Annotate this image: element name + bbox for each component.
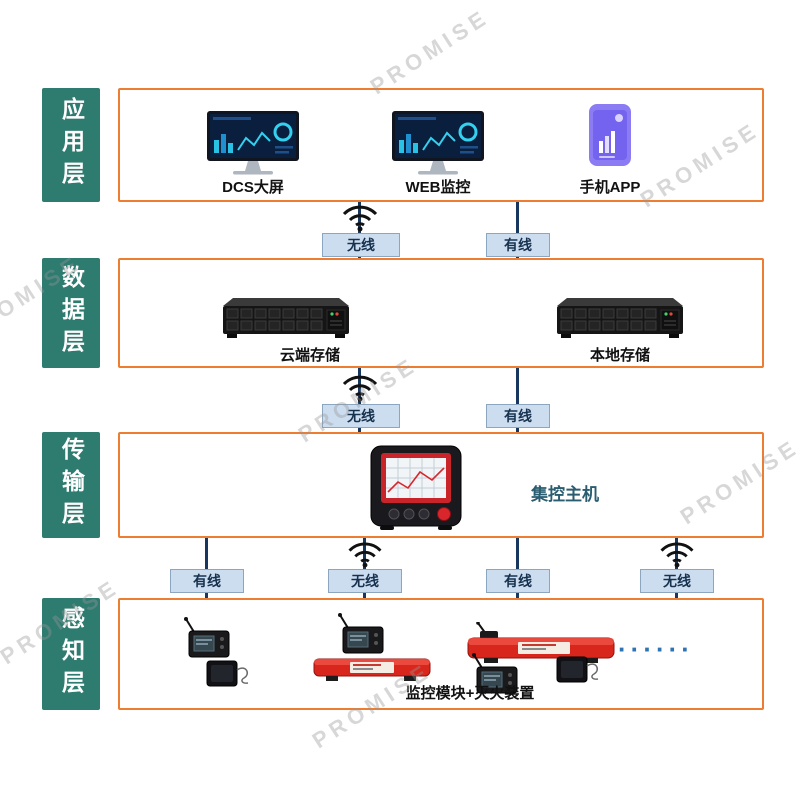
connection-line <box>516 368 519 432</box>
fire-suppression-icon <box>466 621 616 666</box>
device-box-icon <box>206 656 252 690</box>
app-label: 手机APP <box>579 179 641 196</box>
layer-tag-transmission-label: 传输层 <box>58 437 85 533</box>
wireless-connector-label: 无线 <box>322 233 400 257</box>
device-box-icon <box>556 652 602 686</box>
layer-tag-application: 应用层 <box>42 88 100 202</box>
mobile-phone-icon <box>588 103 632 167</box>
connection-line <box>516 202 519 258</box>
wireless-connector-label: 无线 <box>640 569 714 593</box>
wired-connector-label: 有线 <box>170 569 244 593</box>
more-devices-ellipsis: ······ <box>618 634 694 664</box>
wireless-connector-label: 无线 <box>322 404 400 428</box>
wireless-connector-label: 无线 <box>328 569 402 593</box>
wired-connector-label: 有线 <box>486 569 550 593</box>
wifi-icon <box>340 202 380 232</box>
wifi-icon <box>345 539 385 568</box>
watermark: PROMISE <box>365 3 494 100</box>
layer-tag-perception: 感知层 <box>42 598 100 710</box>
layer-tag-data: 数据层 <box>42 258 100 368</box>
control-host-icon <box>368 444 464 532</box>
cloud-server-icon <box>223 296 349 342</box>
local-server-icon <box>557 296 683 342</box>
dcs-label: DCS大屏 <box>222 179 284 196</box>
local-storage-label: 本地存储 <box>589 347 650 364</box>
connection-line <box>516 538 519 598</box>
perception-caption: 监控模块+灭火装置 <box>405 685 535 702</box>
web-monitor-icon <box>390 110 486 176</box>
wifi-icon <box>340 372 380 402</box>
sensor-module-icon <box>182 616 234 660</box>
cloud-storage-label: 云端存储 <box>279 347 340 364</box>
fire-suppression-icon <box>312 654 432 684</box>
layer-tag-data-label: 数据层 <box>58 265 85 361</box>
wired-connector-label: 有线 <box>486 404 550 428</box>
layer-tag-transmission: 传输层 <box>42 432 100 538</box>
connection-line <box>205 538 208 598</box>
dcs-monitor-icon <box>205 110 301 176</box>
sensor-module-icon <box>336 612 388 656</box>
wired-connector-label: 有线 <box>486 233 550 257</box>
web-label: WEB监控 <box>405 179 471 196</box>
connection-line <box>675 538 678 598</box>
sensor-module-icon <box>470 652 522 696</box>
control-host-label: 集控主机 <box>531 485 599 504</box>
connection-line <box>363 538 366 598</box>
layer-tag-perception-label: 感知层 <box>58 606 85 702</box>
wifi-icon <box>657 539 697 568</box>
layer-tag-application-label: 应用层 <box>58 97 85 193</box>
